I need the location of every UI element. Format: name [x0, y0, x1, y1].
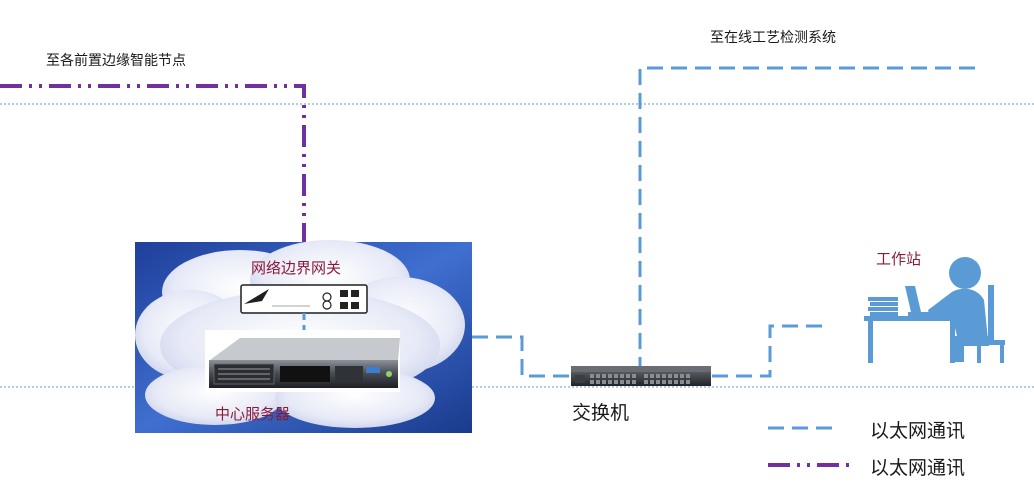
- legend-label-ethernet-dashdot: 以太网通讯: [870, 457, 966, 479]
- workstation-icon: [864, 257, 1005, 363]
- server-device: [205, 330, 400, 392]
- label-online-system: 至在线工艺检测系统: [710, 30, 836, 46]
- label-gateway: 网络边界网关: [251, 259, 342, 277]
- server-switch-link: [472, 335, 575, 378]
- switch-workstation-link: [712, 324, 830, 378]
- edge-node-link: [0, 84, 306, 243]
- label-edge-nodes: 至各前置边缘智能节点: [46, 53, 186, 69]
- online-system-link: [638, 66, 975, 370]
- legend-label-ethernet-dashed: 以太网通讯: [870, 420, 966, 442]
- label-workstation: 工作站: [876, 250, 922, 268]
- label-switch: 交换机: [572, 402, 630, 424]
- switch-device: [571, 366, 711, 386]
- label-server: 中心服务器: [215, 405, 291, 423]
- gateway-device: [240, 284, 368, 314]
